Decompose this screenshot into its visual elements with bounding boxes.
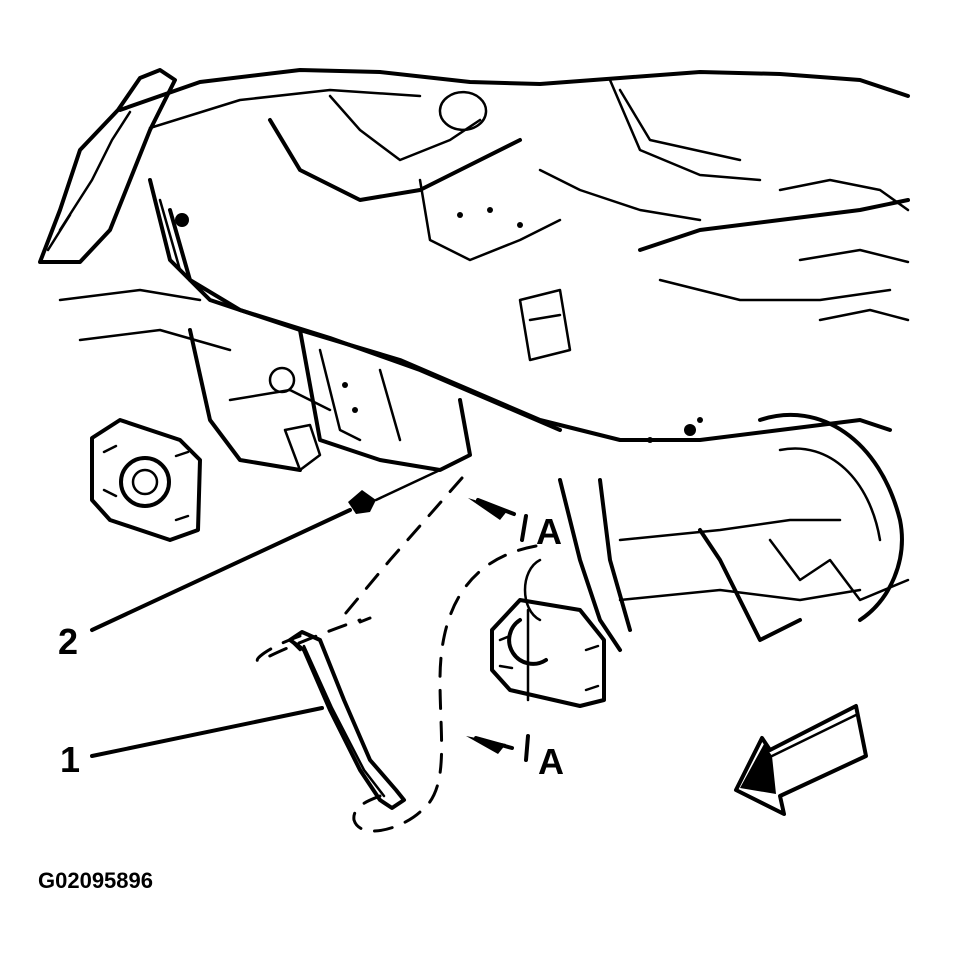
brace-item-1	[288, 630, 406, 810]
figure-id: G02095896	[38, 868, 153, 893]
left-body-mount	[90, 418, 202, 542]
bolt-item-2	[348, 468, 442, 514]
front-direction-arrow-icon	[734, 704, 868, 816]
view-a-arrows	[466, 498, 530, 762]
right-body-mount	[490, 558, 606, 708]
view-a-label-bottom: A	[538, 741, 564, 782]
callout-label-1: 1	[60, 739, 80, 780]
install-path-lines	[255, 476, 538, 833]
callout-label-2: 2	[58, 621, 78, 662]
view-a-label-top: A	[536, 511, 562, 552]
vehicle-underbody	[38, 68, 910, 652]
callout-leaders	[90, 508, 352, 758]
